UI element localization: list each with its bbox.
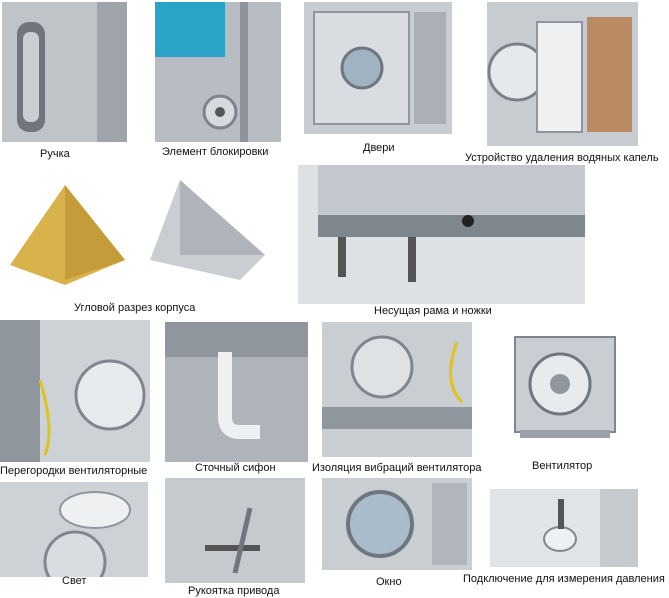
caption-partition: Перегородки вентиляторные	[0, 465, 148, 477]
caption-siphon: Сточный сифон	[195, 462, 276, 474]
caption-droplet: Устройство удаления водяных капель	[465, 152, 659, 164]
droplet-eliminator-photo	[487, 2, 638, 146]
caption-doors: Двери	[363, 142, 395, 154]
frame-feet-photo	[298, 165, 585, 304]
caption-pressure: Подключение для измерения давления	[463, 573, 665, 585]
doors-photo	[304, 2, 452, 134]
caption-light: Свет	[62, 575, 87, 587]
window-photo	[322, 478, 472, 570]
fan-partition-photo	[0, 320, 150, 462]
lock-element-photo	[155, 2, 281, 142]
light-photo	[0, 482, 148, 577]
caption-window: Окно	[376, 576, 402, 588]
caption-lock: Элемент блокировки	[162, 146, 269, 158]
drive-handle-photo	[165, 478, 305, 583]
caption-corner: Угловой разрез корпуса	[74, 302, 196, 314]
caption-vibration: Изоляция вибраций вентилятора	[312, 462, 482, 474]
corner-section-photo	[0, 165, 272, 295]
caption-drive: Рукоятка привода	[188, 585, 280, 597]
fan-photo	[490, 322, 638, 457]
pressure-connection-photo	[490, 489, 638, 567]
handle-photo	[2, 2, 127, 142]
caption-frame: Несущая рама и ножки	[374, 305, 492, 317]
caption-fan: Вентилятор	[532, 460, 593, 472]
vibration-isolation-photo	[322, 322, 472, 457]
drain-siphon-photo	[165, 322, 308, 462]
caption-handle: Ручка	[40, 148, 70, 160]
